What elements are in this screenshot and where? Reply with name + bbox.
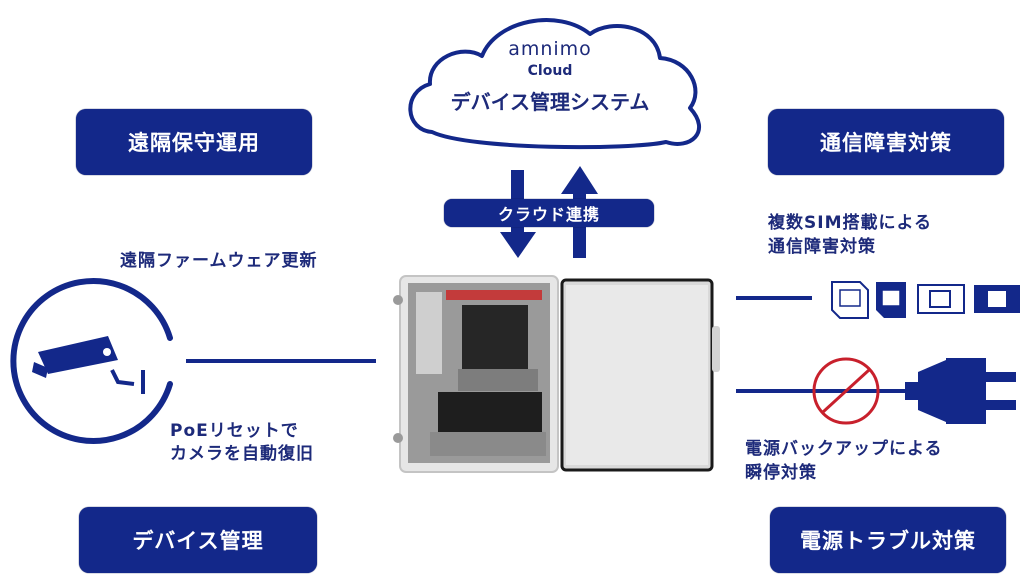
sim-card-icon bbox=[917, 284, 965, 314]
feature-sim-line1: 複数SIM搭載による bbox=[768, 213, 932, 233]
camera-icon bbox=[32, 336, 145, 394]
category-network-failure: 通信障害対策 bbox=[768, 109, 1004, 175]
power-plug-icon bbox=[905, 358, 1016, 424]
camera-ring bbox=[10, 278, 173, 444]
cloud-brand: amnimo bbox=[508, 38, 592, 60]
sim-card-icon bbox=[974, 285, 1020, 313]
sim-card-icon bbox=[831, 281, 869, 319]
feature-sim-line2: 通信障害対策 bbox=[768, 237, 876, 257]
sim-card-icon bbox=[876, 282, 906, 318]
cloud-title: デバイス管理システム bbox=[450, 90, 650, 114]
feature-poe-line2: カメラを自動復旧 bbox=[170, 444, 314, 464]
feature-firmware: 遠隔ファームウェア更新 bbox=[120, 251, 318, 271]
sync-label: クラウド連携 bbox=[444, 199, 654, 227]
category-device-management: デバイス管理 bbox=[79, 507, 317, 573]
feature-poe-line1: PoEリセットで bbox=[170, 421, 299, 441]
cloud-sub: Cloud bbox=[527, 63, 573, 79]
category-power-trouble: 電源トラブル対策 bbox=[770, 507, 1006, 573]
feature-power-line1: 電源バックアップによる bbox=[745, 439, 943, 459]
prohibit-icon bbox=[812, 357, 880, 425]
feature-power-line2: 瞬停対策 bbox=[745, 463, 817, 483]
category-remote-maintenance: 遠隔保守運用 bbox=[76, 109, 312, 175]
